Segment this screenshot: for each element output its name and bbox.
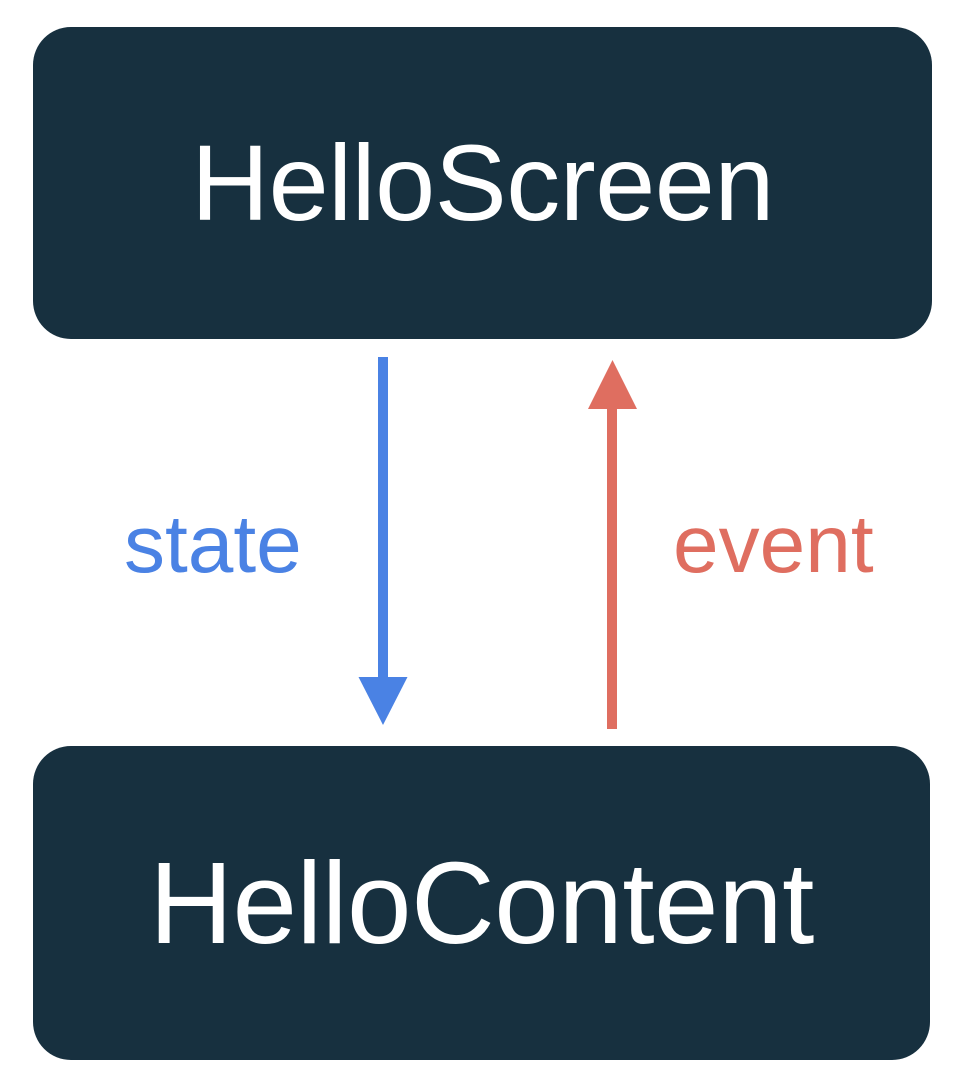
node-hello-content[interactable]: HelloContent — [33, 746, 930, 1060]
edge-label-event: event — [673, 499, 874, 590]
arrow-event-up-icon[interactable] — [583, 357, 643, 729]
node-hello-screen-label: HelloScreen — [191, 122, 774, 243]
node-hello-content-label: HelloContent — [149, 838, 814, 968]
arrow-state-shape — [358, 357, 408, 725]
arrow-state-down-icon[interactable] — [353, 357, 413, 727]
arrow-event-shape — [588, 360, 637, 729]
edge-label-state: state — [124, 499, 302, 590]
node-hello-screen[interactable]: HelloScreen — [33, 27, 932, 339]
